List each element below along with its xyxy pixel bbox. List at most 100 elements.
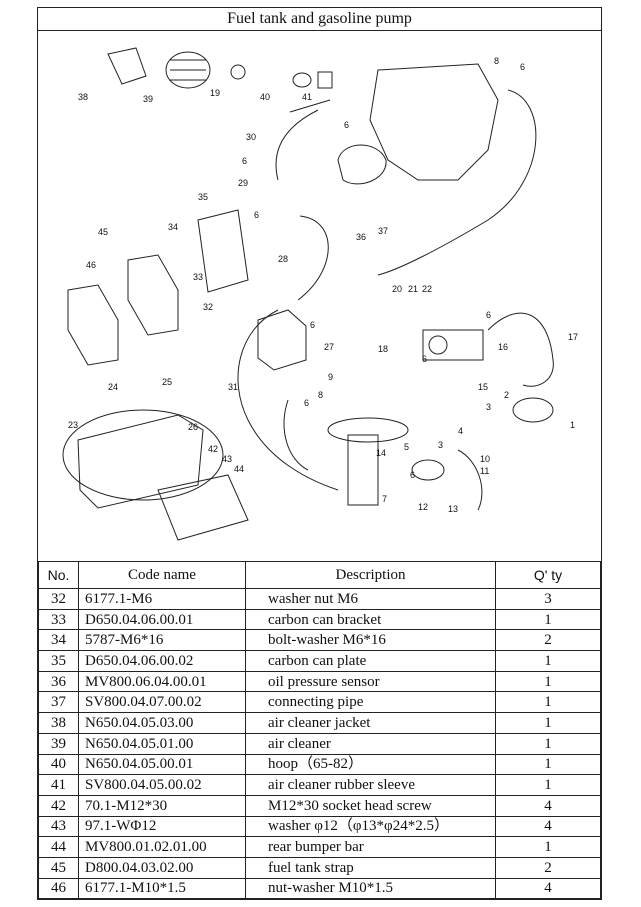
callout-label: 40: [260, 92, 270, 102]
callout-label: 12: [418, 502, 428, 512]
header-no: No.: [38, 561, 79, 589]
callout-label: 3: [486, 402, 491, 412]
callout-label: 7: [382, 494, 387, 504]
cell-desc: washer φ12（φ13*φ24*2.5）: [245, 815, 496, 838]
pressure-regulator: [422, 329, 484, 361]
callout-label: 34: [168, 222, 178, 232]
hose-28: [297, 215, 329, 301]
callout-label: 4: [458, 426, 463, 436]
callout-label: 5: [404, 442, 409, 452]
callout-label: 6: [344, 120, 349, 130]
fuel-tank-outline: [62, 409, 224, 501]
cell-no: 45: [38, 856, 79, 879]
callout-label: 30: [246, 132, 256, 142]
callout-label: 37: [378, 226, 388, 236]
cell-qty: 1: [495, 753, 601, 776]
cell-code: 6177.1-M10*1.5: [78, 877, 246, 900]
cell-code: MV800.01.02.01.00: [78, 836, 246, 858]
callout-label: 28: [278, 254, 288, 264]
callout-label: 6: [486, 310, 491, 320]
callout-label: 23: [68, 420, 78, 430]
cell-desc: washer nut M6: [245, 588, 496, 610]
cell-code: SV800.04.07.00.02: [78, 691, 246, 714]
callout-label: 6: [242, 156, 247, 166]
cell-desc: air cleaner: [245, 732, 496, 755]
cell-code: 6177.1-M6: [78, 588, 246, 610]
callout-label: 33: [193, 272, 203, 282]
cell-no: 43: [38, 815, 79, 838]
callout-label: 6: [304, 398, 309, 408]
callout-label: 20: [392, 284, 402, 294]
fuel-pump: [347, 434, 379, 506]
cell-code: N650.04.05.00.01: [78, 753, 246, 776]
callout-label: 19: [210, 88, 220, 98]
callout-label: 36: [356, 232, 366, 242]
cell-no: 46: [38, 877, 79, 900]
carbon-can-bracket: [197, 209, 249, 293]
cell-no: 32: [38, 588, 79, 610]
cell-code: D800.04.03.02.00: [78, 856, 246, 879]
hoop-40: [292, 72, 312, 88]
hose-31: [237, 309, 339, 491]
callout-label: 25: [162, 377, 172, 387]
cell-desc: oil pressure sensor: [245, 670, 496, 693]
callout-label: 45: [98, 227, 108, 237]
cell-no: 42: [38, 794, 79, 817]
callout-label: 38: [78, 92, 88, 102]
cell-no: 40: [38, 753, 79, 776]
callout-label: 35: [198, 192, 208, 202]
cell-no: 37: [38, 691, 79, 714]
cell-desc: M12*30 socket head screw: [245, 794, 496, 817]
engine-housing: [337, 144, 387, 185]
callout-label: 15: [478, 382, 488, 392]
cell-no: 38: [38, 712, 79, 734]
cell-code: 5787-M6*16: [78, 629, 246, 652]
callout-label: 42: [208, 444, 218, 454]
cell-desc: connecting pipe: [245, 691, 496, 714]
air-cleaner: [165, 51, 211, 89]
fuel-tank-strap-b: [127, 254, 179, 336]
cell-no: 35: [38, 650, 79, 672]
cell-qty: 4: [495, 877, 601, 900]
cell-desc: bolt-washer M6*16: [245, 629, 496, 652]
callout-label: 6: [422, 354, 427, 364]
cell-desc: fuel tank strap: [245, 856, 496, 879]
cell-qty: 1: [495, 608, 601, 631]
fuel-filter-2: [512, 397, 554, 423]
cell-qty: 1: [495, 732, 601, 755]
cell-qty: 1: [495, 670, 601, 693]
fuel-tank-strap-a: [67, 284, 119, 366]
callout-label: 6: [310, 320, 315, 330]
callout-label: 2: [504, 390, 509, 400]
cell-qty: 2: [495, 856, 601, 879]
rubber-sleeve: [317, 71, 333, 89]
cell-code: N650.04.05.03.00: [78, 712, 246, 734]
cell-qty: 4: [495, 794, 601, 817]
callout-label: 26: [188, 422, 198, 432]
cell-desc: carbon can plate: [245, 650, 496, 672]
cell-no: 36: [38, 670, 79, 693]
cell-no: 39: [38, 732, 79, 755]
callout-label: 43: [222, 454, 232, 464]
callout-label: 6: [410, 470, 415, 480]
callout-label: 1: [570, 420, 575, 430]
callout-label: 10: [480, 454, 490, 464]
callout-label: 6: [254, 210, 259, 220]
callout-label: 11: [480, 466, 489, 476]
callout-label: 24: [108, 382, 118, 392]
fuel-tank: [77, 414, 204, 509]
cell-qty: 4: [495, 815, 601, 838]
